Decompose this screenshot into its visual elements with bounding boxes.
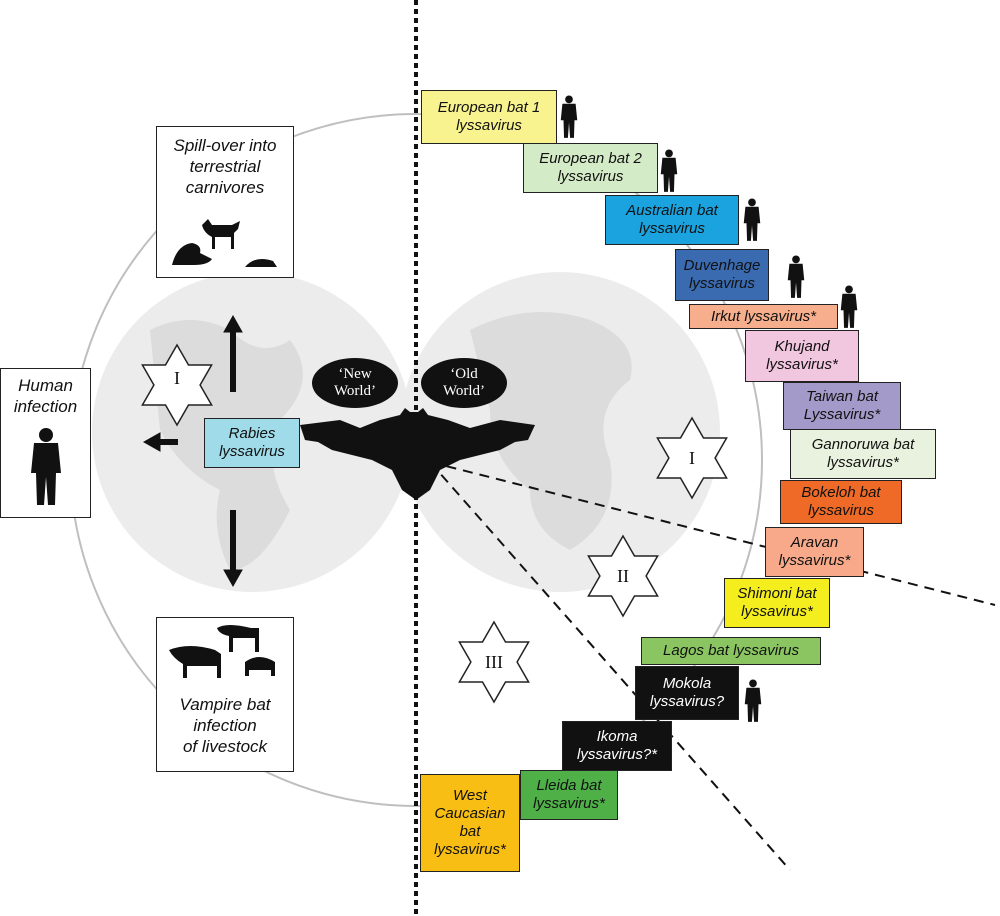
spillover-label: Spill-over into terrestrial carnivores (173, 136, 277, 197)
star-I-icon (656, 416, 728, 500)
lyssavirus-label-1: European bat 1 lyssavirus (437, 99, 541, 134)
human-icon-2 (660, 149, 678, 192)
lyssavirus-label-15: Lleida bat lyssavirus* (533, 777, 605, 812)
lyssavirus-label-8: Gannoruwa bat lyssavirus* (811, 436, 915, 471)
lyssavirus-label-13: Mokola lyssavirus? (649, 675, 725, 710)
lyssavirus-label-16: West Caucasian bat lyssavirus* (434, 787, 506, 858)
star-new-world-I-icon (141, 343, 213, 427)
star-label-III: III (485, 652, 503, 672)
divider-line-2 (429, 461, 791, 871)
lyssavirus-box-6: Khujand lyssavirus* (745, 330, 859, 382)
vampire-bat-label: Vampire bat infection of livestock (179, 695, 271, 756)
lyssavirus-box-1: European bat 1 lyssavirus (421, 90, 557, 144)
rabies-lyssavirus-label: Rabies lyssavirus (219, 425, 285, 460)
star-label-new-world-I: I (174, 368, 180, 388)
carnivores-icon (172, 219, 277, 267)
lyssavirus-label-6: Khujand lyssavirus* (766, 338, 838, 373)
livestock-icon (169, 625, 275, 678)
human-icon (31, 428, 61, 505)
lyssavirus-label-2: European bat 2 lyssavirus (539, 150, 642, 185)
human-icon-4 (787, 255, 805, 298)
lyssavirus-label-14: Ikoma lyssavirus?* (576, 728, 658, 763)
vampire-bat-box: Vampire bat infection of livestock (156, 617, 294, 772)
star-III-icon (458, 620, 530, 704)
lyssavirus-box-14: Ikoma lyssavirus?* (562, 721, 672, 771)
spillover-box: Spill-over into terrestrial carnivores (156, 126, 294, 278)
lyssavirus-label-4: Duvenhage lyssavirus (683, 257, 761, 292)
human-icon-5 (840, 285, 858, 328)
old-world-globe (400, 272, 720, 592)
arrows (142, 314, 243, 588)
human-icon-1 (560, 95, 578, 138)
lyssavirus-box-12: Lagos bat lyssavirus (641, 637, 821, 665)
rabies-lyssavirus-box: Rabies lyssavirus (204, 418, 300, 468)
lyssavirus-box-11: Shimoni bat lyssavirus* (724, 578, 830, 628)
lyssavirus-box-7: Taiwan bat Lyssavirus* (783, 382, 901, 430)
star-II-icon (587, 534, 659, 618)
lyssavirus-label-5: Irkut lyssavirus* (710, 307, 817, 325)
lyssavirus-label-7: Taiwan bat Lyssavirus* (803, 388, 881, 423)
lyssavirus-box-8: Gannoruwa bat lyssavirus* (790, 429, 936, 479)
star-label-II: II (617, 566, 629, 586)
lyssavirus-label-10: Aravan lyssavirus* (778, 534, 851, 569)
human-infection-box: Human infection (0, 368, 91, 518)
lyssavirus-box-4: Duvenhage lyssavirus (675, 249, 769, 301)
bat-silhouette-icon (300, 408, 535, 500)
star-label-I: I (689, 448, 695, 468)
human-icon-13 (744, 679, 762, 722)
divider-line-1 (429, 461, 996, 606)
human-infection-label: Human infection (13, 376, 78, 416)
lyssavirus-box-2: European bat 2 lyssavirus (523, 143, 658, 193)
old-world-label: ‘Old World’ (421, 358, 507, 408)
lyssavirus-box-9: Bokeloh bat lyssavirus (780, 480, 902, 524)
lyssavirus-box-16: West Caucasian bat lyssavirus* (420, 774, 520, 872)
lyssavirus-box-10: Aravan lyssavirus* (765, 527, 864, 577)
lyssavirus-box-3: Australian bat lyssavirus (605, 195, 739, 245)
lyssavirus-box-5: Irkut lyssavirus* (689, 304, 838, 329)
lyssavirus-box-15: Lleida bat lyssavirus* (520, 770, 618, 820)
lyssavirus-label-12: Lagos bat lyssavirus (663, 642, 799, 659)
lyssavirus-label-9: Bokeloh bat lyssavirus (801, 484, 881, 519)
lyssavirus-box-13: Mokola lyssavirus? (635, 666, 739, 720)
lyssavirus-label-3: Australian bat lyssavirus (626, 202, 718, 237)
human-icon-3 (743, 198, 761, 241)
new-world-label: ‘New World’ (312, 358, 398, 408)
lyssavirus-label-11: Shimoni bat lyssavirus* (737, 585, 817, 620)
